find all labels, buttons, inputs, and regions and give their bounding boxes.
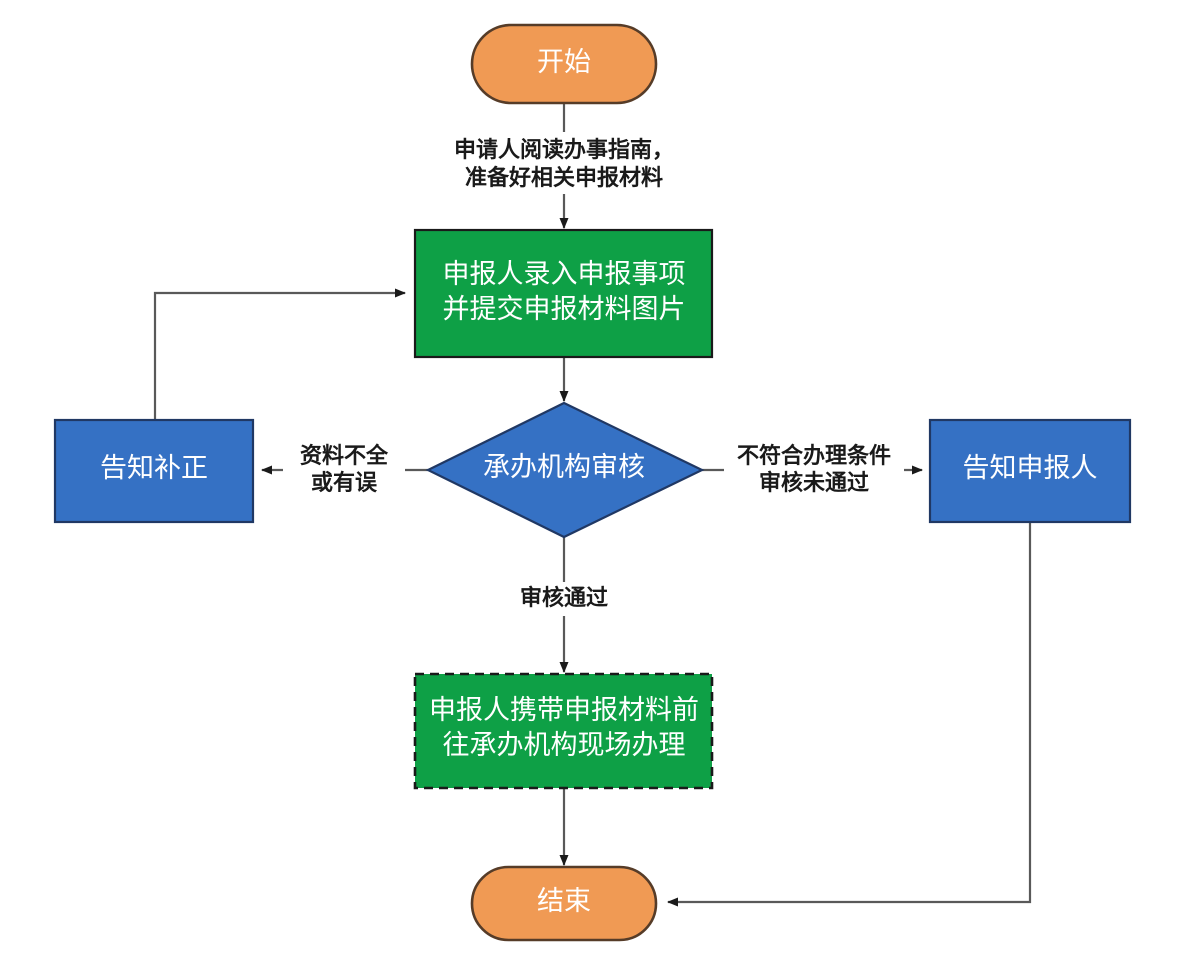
start-shape[interactable] (470, 23, 658, 105)
node-end[interactable]: 结束 (470, 865, 658, 942)
amend-label: 告知补正 (100, 453, 208, 483)
edge-label-backdrop (430, 132, 698, 194)
edge-review-to-amend: 资料不全 或有误 (261, 440, 428, 500)
submit-shape[interactable] (413, 228, 714, 359)
edge-review-to-onsite: 审核通过 (505, 537, 623, 673)
notify-label: 告知申报人 (963, 453, 1098, 483)
edge-notify-to-end (667, 522, 1032, 907)
edge-label-review-notify-line2: 审核未通过 (759, 470, 869, 495)
onsite-label-line1: 申报人携带申报材料前 (429, 695, 699, 725)
edge-label-start-submit-line2: 准备好相关申报材料 (465, 165, 663, 190)
node-review[interactable]: 承办机构审核 (425, 401, 705, 539)
node-onsite[interactable]: 申报人携带申报材料前 往承办机构现场办理 (413, 672, 714, 790)
review-shape[interactable] (425, 401, 705, 539)
edge-label-review-amend-line1: 资料不全 (300, 443, 389, 468)
onsite-label-line2: 往承办机构现场办理 (443, 730, 686, 760)
start-label: 开始 (537, 47, 591, 77)
submit-label-line1: 申报人录入申报事项 (443, 259, 686, 289)
notify-shape[interactable] (928, 418, 1132, 524)
edge-label-backdrop (283, 440, 405, 500)
edge-label-start-submit-line1: 申请人阅读办事指南， (454, 137, 674, 162)
edge-label-backdrop (505, 582, 623, 616)
edge-label-backdrop (724, 440, 904, 500)
submit-label-line2: 并提交申报材料图片 (443, 294, 686, 324)
edge-label-review-notify-line1: 不符合办理条件 (737, 443, 891, 468)
edge-review-to-notify: 不符合办理条件 审核未通过 (702, 440, 923, 500)
onsite-shape[interactable] (413, 672, 714, 790)
node-submit[interactable]: 申报人录入申报事项 并提交申报材料图片 (413, 228, 714, 359)
review-label: 承办机构审核 (483, 452, 645, 482)
node-start[interactable]: 开始 (470, 23, 658, 105)
edge-amend-to-submit (153, 288, 406, 420)
edge-label-review-amend-line2: 或有误 (311, 470, 378, 495)
end-label: 结束 (537, 886, 591, 916)
edge-start-to-submit: 申请人阅读办事指南， 准备好相关申报材料 (430, 103, 698, 229)
amend-shape[interactable] (53, 418, 255, 524)
edge-label-review-onsite: 审核通过 (520, 585, 608, 610)
end-shape[interactable] (470, 865, 658, 942)
node-notify[interactable]: 告知申报人 (928, 418, 1132, 524)
node-amend[interactable]: 告知补正 (53, 418, 255, 524)
